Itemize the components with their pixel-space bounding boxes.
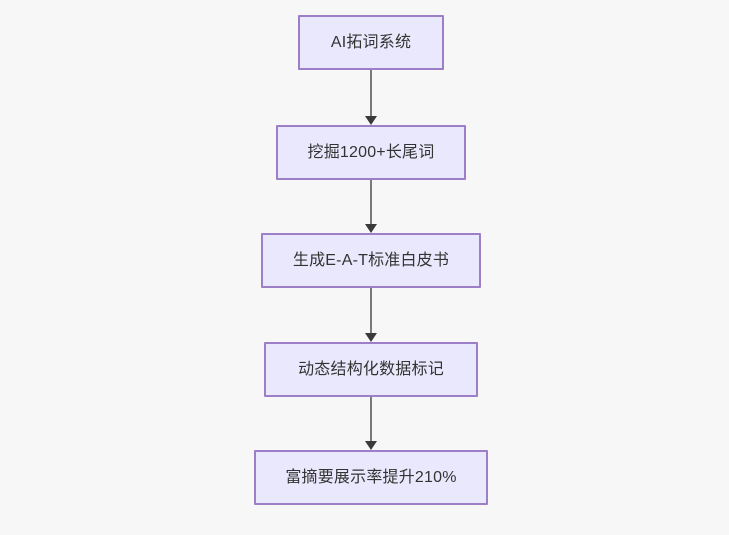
flow-node-mine-longtail-keywords[interactable]: 挖掘1200+长尾词 bbox=[276, 125, 466, 180]
flow-node-label: AI拓词系统 bbox=[330, 33, 412, 51]
flow-node-label: 挖掘1200+长尾词 bbox=[307, 143, 435, 161]
flow-edge-n4-n5 bbox=[370, 397, 372, 442]
flow-edge-n2-n3 bbox=[370, 180, 372, 225]
arrow-down-icon bbox=[365, 441, 377, 450]
arrow-down-icon bbox=[365, 224, 377, 233]
flow-node-rich-snippet-impression-uplift[interactable]: 富摘要展示率提升210% bbox=[254, 450, 488, 505]
arrow-down-icon bbox=[365, 333, 377, 342]
flow-node-label: 富摘要展示率提升210% bbox=[285, 468, 457, 486]
flow-node-ai-keyword-system[interactable]: AI拓词系统 bbox=[298, 15, 444, 70]
flow-edge-n1-n2 bbox=[370, 70, 372, 117]
flow-node-label: 动态结构化数据标记 bbox=[298, 360, 444, 378]
flow-node-dynamic-structured-data-markup[interactable]: 动态结构化数据标记 bbox=[264, 342, 478, 397]
flow-node-generate-eat-whitepaper[interactable]: 生成E-A-T标准白皮书 bbox=[261, 233, 481, 288]
flow-node-label: 生成E-A-T标准白皮书 bbox=[292, 251, 450, 269]
flow-edge-n3-n4 bbox=[370, 288, 372, 334]
arrow-down-icon bbox=[365, 116, 377, 125]
